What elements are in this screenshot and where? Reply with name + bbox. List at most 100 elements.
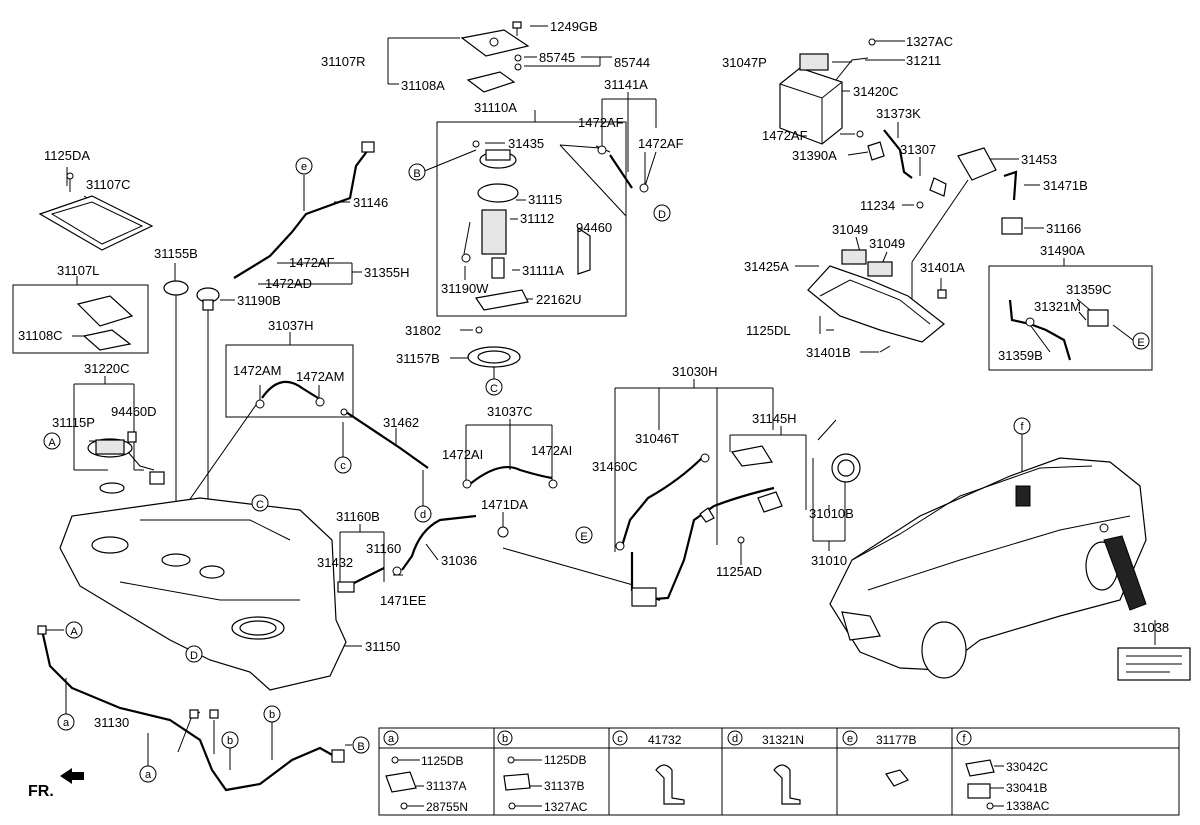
callout-22162U: 22162U [536,292,582,307]
callout-1472AF-d: 1472AF [762,128,808,143]
callout-31425A: 31425A [744,259,789,274]
callout-31462: 31462 [383,415,419,430]
ref-b-wire-2: b [263,705,281,723]
ref-E-filler: E [575,526,593,544]
ref-b-wire-1: b [221,731,239,749]
callout-31111A: 31111A [522,263,564,278]
svg-text:e: e [847,733,853,745]
callout-31107C: 31107C [86,177,131,192]
callout-31211: 31211 [906,53,941,68]
assembly-31490A [1008,299,1109,361]
svg-text:A: A [48,437,56,449]
callout-94460D: 94460D [111,404,157,419]
callout-31145H: 31145H [752,411,797,426]
ref-A-wire: A [65,621,83,639]
callout-31166: 31166 [1046,221,1081,236]
svg-text:41732: 41732 [648,733,682,747]
svg-text:f: f [1020,421,1024,433]
front-label: FR. [28,783,54,800]
callout-85744: 85744 [614,55,650,70]
svg-text:A: A [70,626,78,638]
cover-31107C [38,172,154,351]
arrow-left-icon [60,768,84,784]
callout-31108A: 31108A [401,78,445,93]
svg-text:d: d [732,733,738,745]
callout-31321M: 31321M [1034,299,1081,314]
hose-31037H [255,380,325,409]
callout-31401B: 31401B [806,345,851,360]
pump-assembly-frame [436,121,627,317]
callout-1125DA: 1125DA [44,148,90,163]
legend-table: a 1125DB 31137A 28755N b 1125DB 31137B 1… [378,727,1180,816]
callout-1472AF-b: 1472AF [638,136,684,151]
callout-31453: 31453 [1021,152,1057,167]
callout-31155B: 31155B [154,246,198,261]
tube-31462 [340,408,429,469]
ref-A-left: A [43,432,61,450]
legend-d: d 31321N [727,730,804,805]
frames [12,121,1153,418]
callout-31160: 31160 [366,541,401,556]
callout-31047P: 31047P [722,55,767,70]
callout-31115: 31115 [528,192,562,207]
svg-text:f: f [962,733,966,745]
svg-text:31137B: 31137B [544,779,584,793]
svg-text:31137A: 31137A [426,779,466,793]
callout-31359C: 31359C [1066,282,1112,297]
top-plate-31107R [460,21,530,93]
ref-e-top: e [295,157,313,175]
bracket-31425A [807,249,947,353]
callout-31307: 31307 [900,142,936,157]
callout-31049-a: 31049 [832,222,868,237]
hose-31037C [462,466,558,489]
callout-31112: 31112 [520,211,554,226]
callout-31010B: 31010B [809,506,854,521]
filler-cap-31010 [817,419,861,483]
callout-31157B: 31157B [396,351,440,366]
callout-1471EE: 1471EE [380,593,427,608]
svg-text:c: c [617,733,623,745]
svg-text:1338AC: 1338AC [1006,799,1050,813]
callout-31037H: 31037H [268,318,314,333]
callout-31432: 31432 [317,555,353,570]
legend-b: b 1125DB 31137B 1327AC [497,730,588,814]
legend-f: f 33042C 33041B 1338AC [956,730,1050,813]
callout-1471DA: 1471DA [481,497,528,512]
callout-1125AD: 1125AD [716,564,762,579]
ref-f-car: f [1013,417,1031,435]
ref-a-wire-2: a [139,765,157,783]
svg-text:b: b [227,735,233,747]
fuel-tank-31150 [59,497,347,691]
wiring-31130 [37,625,345,792]
valves-31155B-31190B [163,280,220,311]
ref-E-right: E [1132,332,1150,350]
callout-31141A: 31141A [604,77,648,92]
callout-31037C: 31037C [487,404,533,419]
filler-neck-31030H [615,445,783,607]
svg-text:1125DB: 1125DB [421,754,463,768]
callout-31390A: 31390A [792,148,837,163]
vehicle [829,457,1191,681]
vent-tube-31146 [233,141,375,279]
svg-text:d: d [420,509,426,521]
svg-text:D: D [658,209,666,221]
svg-text:a: a [63,717,70,729]
31490A-frame [988,265,1153,371]
callout-31010: 31010 [811,553,847,568]
pump-assembly [461,140,649,311]
callout-31049-b: 31049 [869,236,905,251]
svg-text:E: E [1137,337,1144,349]
callout-31150: 31150 [365,639,400,654]
callout-1125DL: 1125DL [746,323,791,338]
canister-31420C [779,38,1023,235]
callout-1472AI-a: 1472AI [442,447,483,462]
callout-31030H: 31030H [672,364,718,379]
reference-markers: B D C e A c d C D E A a a b b B E f [43,157,1150,783]
callout-1472AD: 1472AD [265,276,312,291]
callout-31107R: 31107R [321,54,366,69]
svg-text:b: b [502,733,508,745]
svg-text:b: b [269,709,275,721]
fill-pipe-31036 [337,514,509,593]
svg-text:B: B [357,741,364,753]
svg-text:e: e [301,161,307,173]
